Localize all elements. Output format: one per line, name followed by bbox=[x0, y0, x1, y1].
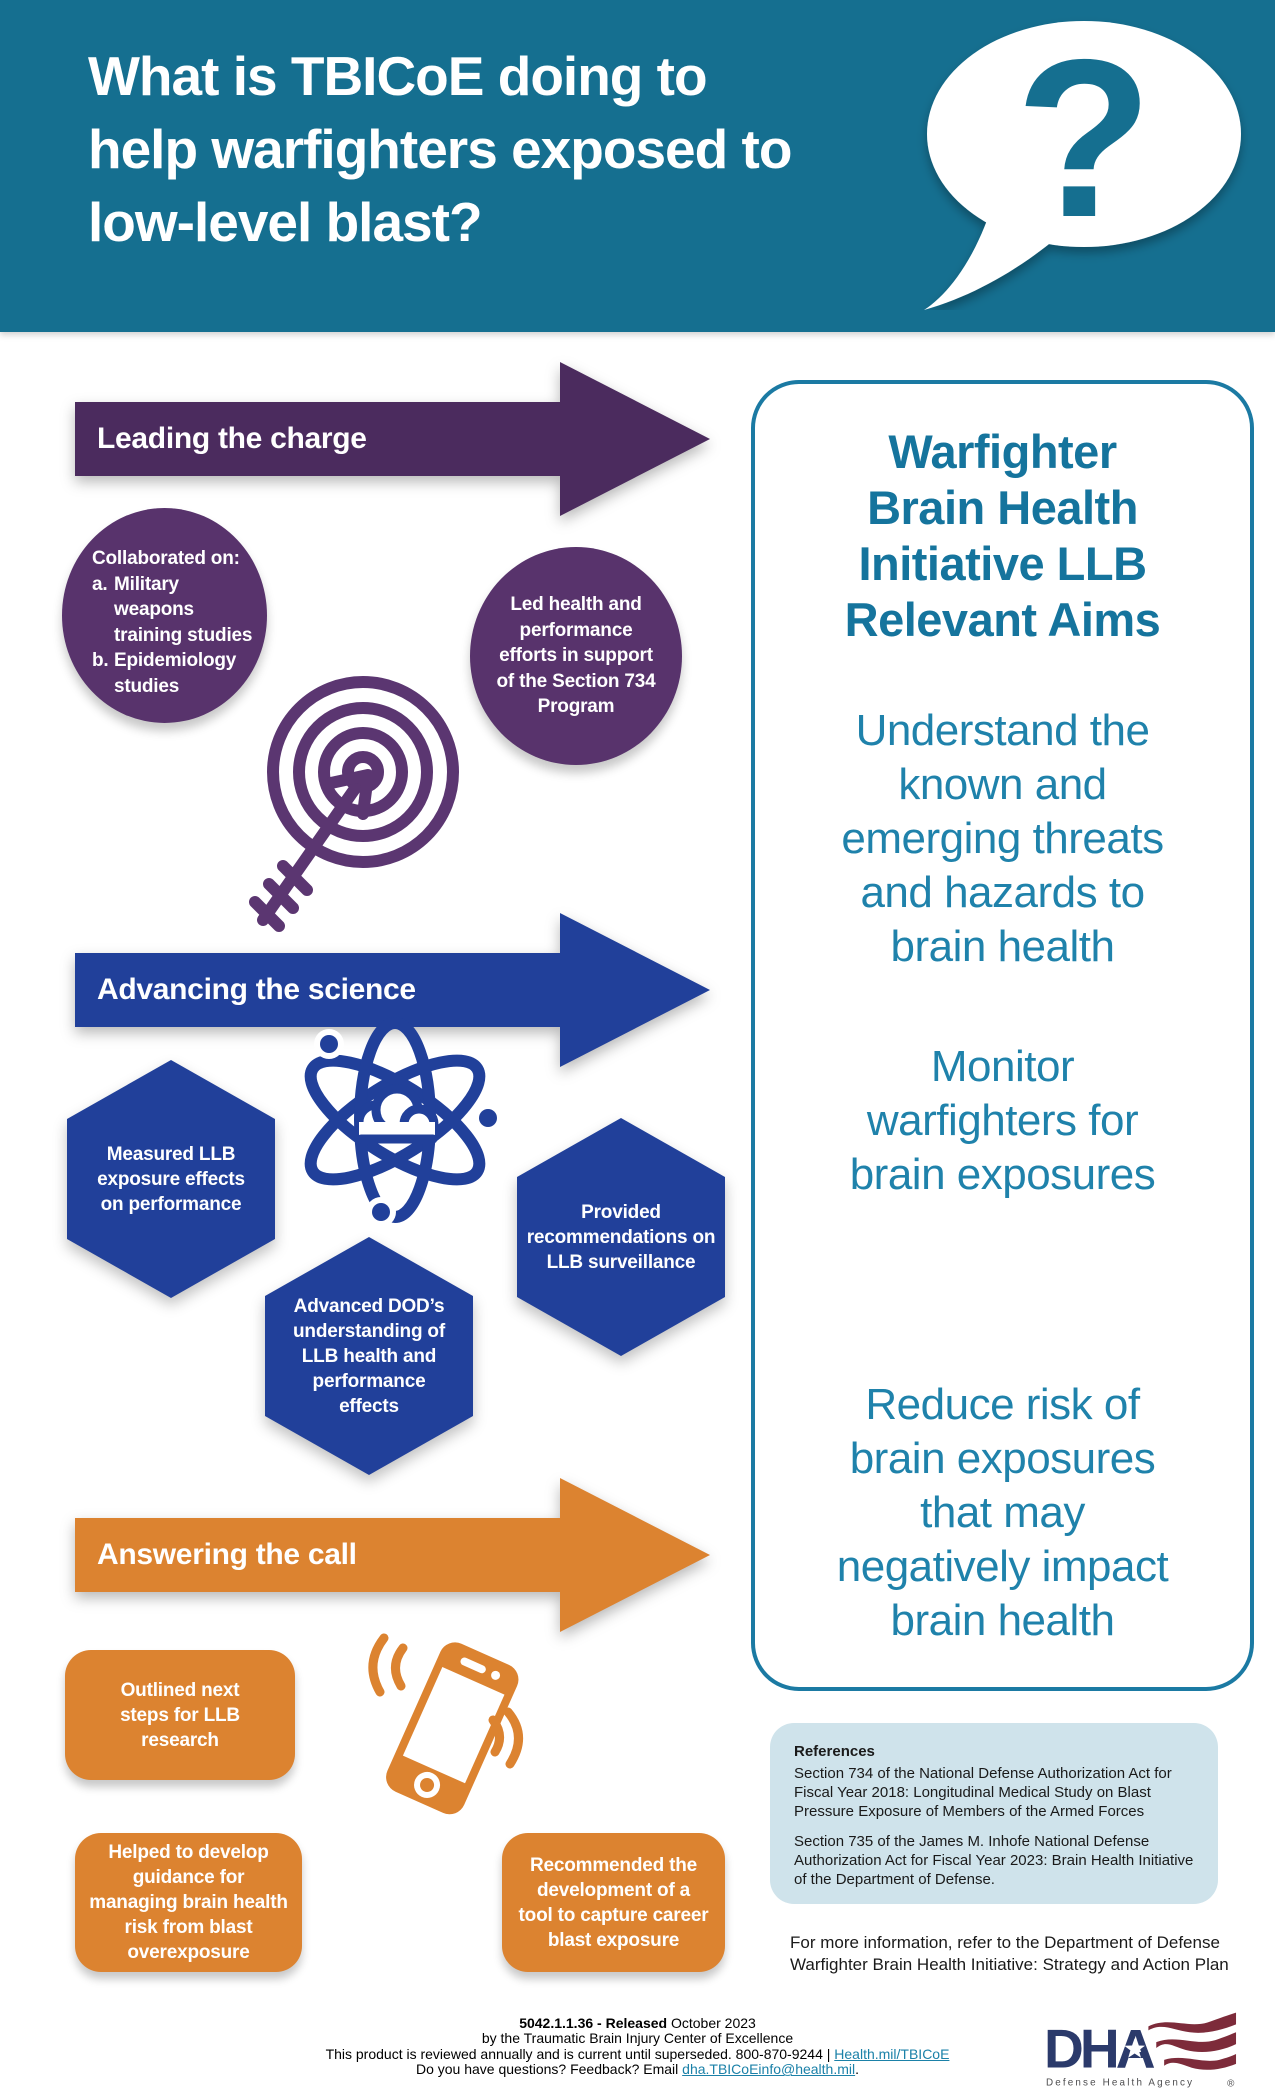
list-item: a. Military weapons training studies bbox=[92, 573, 253, 646]
advancing-hex-measured: Measured LLB exposure effects on perform… bbox=[67, 1060, 275, 1298]
warfighter-aims-panel: Warfighter Brain Health Initiative LLB R… bbox=[751, 380, 1254, 1691]
aim-understand: Understand the known and emerging threat… bbox=[841, 706, 1164, 971]
section-arrow-leading: Leading the charge bbox=[75, 362, 710, 516]
logo-star bbox=[1124, 2038, 1145, 2058]
leading-circle-section734: Led health and performance efforts in su… bbox=[470, 547, 682, 765]
footer-review-line: This product is reviewed annually and is… bbox=[325, 2045, 950, 2062]
atom-science-icon bbox=[304, 1017, 503, 1227]
section-label-answering: Answering the call bbox=[97, 1538, 357, 1571]
answering-card-tool: Recommended the development of a tool to… bbox=[502, 1833, 725, 1972]
dha-flag-logo: DHA Defense Health Agency ® bbox=[1046, 2012, 1237, 2089]
aim-reduce: Reduce risk of brain exposures that may … bbox=[836, 1380, 1169, 1645]
question-speech-bubble-icon: ? bbox=[924, 12, 1241, 310]
footer-org-line: by the Traumatic Brain Injury Center of … bbox=[481, 2030, 794, 2047]
vibrating-phone-icon bbox=[368, 1633, 523, 1815]
circle-intro: Collaborated on: bbox=[92, 548, 240, 569]
answering-card-next-steps: Outlined next steps for LLB research bbox=[65, 1650, 295, 1780]
tbicoe-website-link[interactable]: Health.mil/TBICoE bbox=[834, 2045, 950, 2062]
aims-title: Warfighter Brain Health Initiative LLB R… bbox=[844, 425, 1161, 646]
leading-circle-collaborations: Collaborated on: a. Military weapons tra… bbox=[62, 508, 267, 723]
advancing-hex-recommendations: Provided recommendations on LLB surveill… bbox=[517, 1118, 725, 1356]
arrow-head bbox=[560, 362, 710, 516]
references-panel: References Section 734 of the National D… bbox=[770, 1723, 1218, 1904]
registered-mark: ® bbox=[1227, 2078, 1235, 2089]
section-label-advancing: Advancing the science bbox=[97, 973, 416, 1006]
section-label-leading: Leading the charge bbox=[97, 422, 367, 455]
arrow-head bbox=[560, 1478, 710, 1632]
arrow-head bbox=[560, 913, 710, 1067]
feedback-email-link[interactable]: dha.TBICoEinfo@health.mil bbox=[682, 2061, 856, 2078]
target-arrow-icon bbox=[249, 676, 459, 932]
footer-release-line: 5042.1.1.36 - Released October 2023 bbox=[519, 2015, 756, 2031]
section-arrow-answering: Answering the call bbox=[75, 1478, 710, 1632]
reference-item: Section 734 of the National Defense Auth… bbox=[794, 1765, 1172, 1820]
aim-monitor: Monitor warfighters for brain exposures bbox=[849, 1042, 1156, 1199]
answering-card-guidance: Helped to develop guidance for managing … bbox=[75, 1833, 302, 1972]
logo-tagline: Defense Health Agency bbox=[1046, 2077, 1194, 2088]
advancing-hex-understanding: Advanced DOD’s understanding of LLB heal… bbox=[265, 1237, 473, 1475]
question-mark-glyph: ? bbox=[1015, 12, 1152, 264]
header-band: What is TBICoE doing to help warfighters… bbox=[0, 0, 1275, 332]
reference-item: Section 735 of the James M. Inhofe Natio… bbox=[794, 1833, 1194, 1888]
footer: 5042.1.1.36 - Released October 2023 by t… bbox=[0, 2015, 1275, 2078]
list-item: b. Epidemiology studies bbox=[92, 650, 237, 697]
footer-contact-line: Do you have questions? Feedback? Email d… bbox=[415, 2061, 860, 2078]
section-arrow-advancing: Advancing the science bbox=[75, 913, 710, 1067]
references-heading: References bbox=[794, 1743, 875, 1760]
more-info-note: For more information, refer to the Depar… bbox=[790, 1933, 1229, 1974]
page-title: What is TBICoE doing to help warfighters… bbox=[88, 45, 792, 253]
